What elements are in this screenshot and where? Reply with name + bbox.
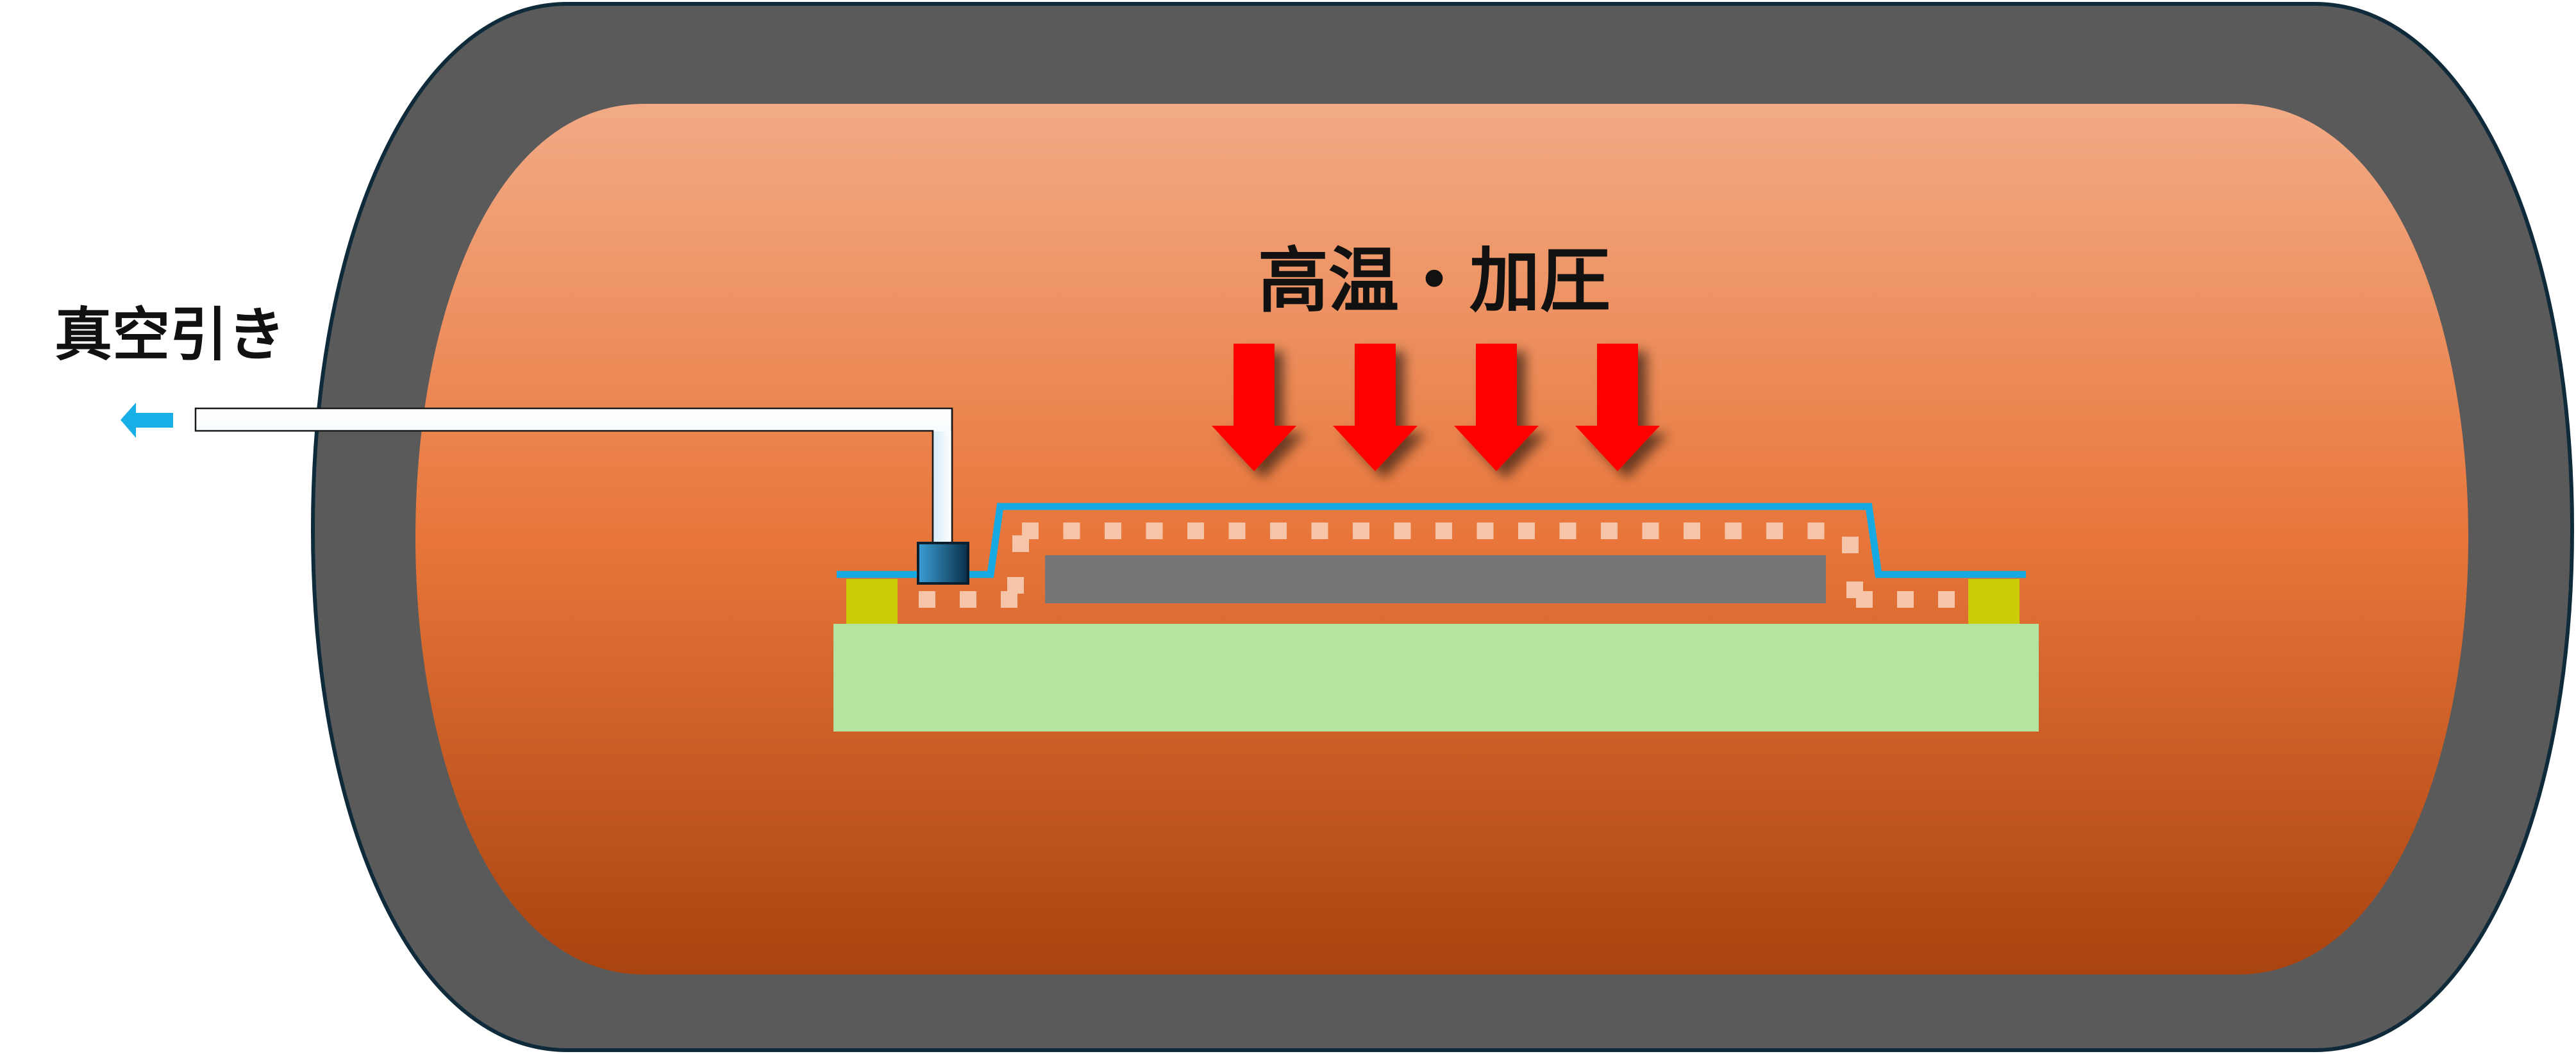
heat-pressure-label: 高温・加圧 [1258,240,1610,322]
breather-dot [1105,523,1121,539]
breather-dot [1559,523,1577,539]
breather-dot [1007,577,1024,594]
breather-dot [1187,523,1204,539]
left-arrow-icon [121,403,173,438]
tool-plate [833,624,2039,732]
sealant-tape-left [846,579,898,624]
vacuum-pipe [194,407,953,546]
breather-dot [1394,523,1411,539]
breather-dot [1435,523,1452,539]
breather-dot [1063,523,1080,539]
breather-dot [960,591,976,608]
breather-dot [1897,591,1914,608]
pressure-arrows [1212,344,1660,471]
breather-dot [1270,523,1287,539]
laminate-part [1045,555,1826,603]
breather-dot [1518,523,1535,539]
breather-dot [1476,523,1494,539]
breather-dot [1001,591,1017,608]
breather-dot [1146,523,1163,539]
breather-dot [1938,591,1955,608]
breather-dot [1856,591,1873,608]
down-arrow-icon [1454,344,1539,471]
breather-dot [1601,523,1618,539]
breather-dot [919,591,935,608]
breather-dot [1684,523,1700,539]
breather-dot [1012,535,1029,552]
down-arrow-icon [1333,344,1418,471]
breather-dot [1311,523,1328,539]
breather-dot [1228,523,1246,539]
breather-dot [1766,523,1783,539]
vacuum-label: 真空引き [54,301,285,369]
breather-dot [1807,523,1825,539]
valve-icon [917,542,969,585]
breather-dot [1642,523,1659,539]
sealant-tape-right [1968,579,2020,624]
breather-dot [1353,523,1369,539]
down-arrow-icon [1575,344,1660,471]
breather-dot [1725,523,1742,539]
breather-dot [1842,537,1859,553]
down-arrow-icon [1212,344,1296,471]
breather-layer [919,523,1955,608]
